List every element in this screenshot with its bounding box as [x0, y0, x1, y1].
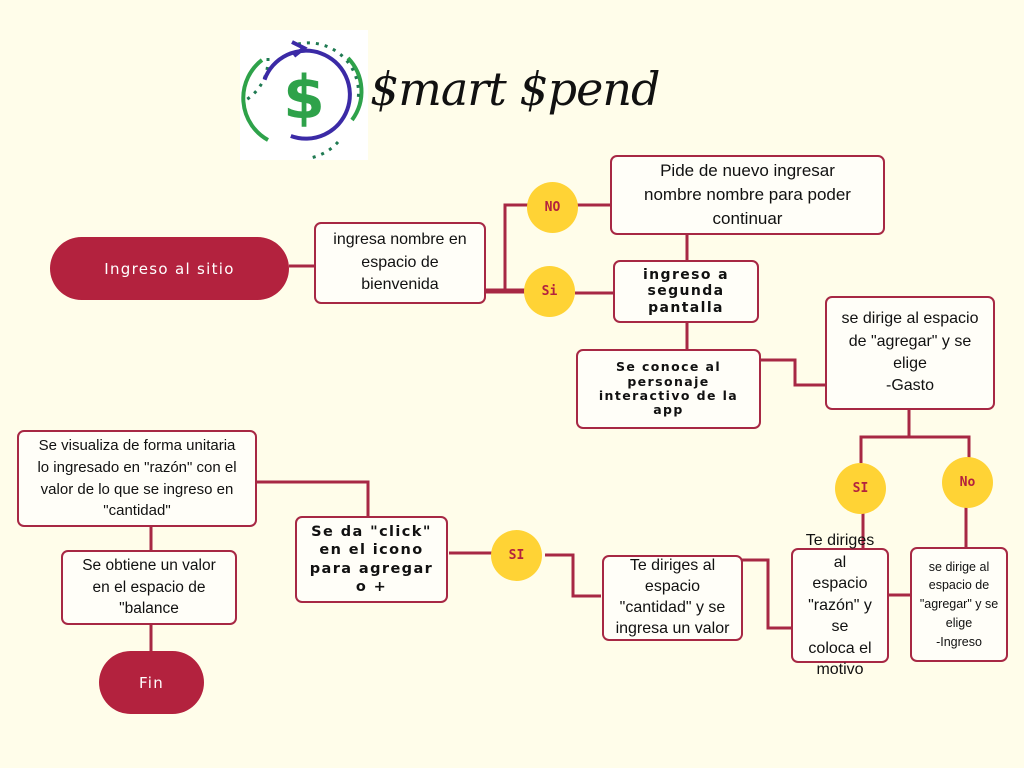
decision-no-nombre: NO [527, 182, 578, 233]
decision-si-gasto: SI [835, 463, 886, 514]
svg-text:$: $ [283, 63, 325, 133]
visualiza-box: Se visualiza de forma unitaria lo ingres… [17, 430, 257, 527]
click-icono-box: Se da "click" en el icono para agregar o… [295, 516, 448, 603]
ingresa-nombre-box: ingresa nombre en espacio de bienvenida [314, 222, 486, 304]
cantidad-box: Te diriges al espacio "cantidad" y se in… [602, 555, 743, 641]
segunda-pantalla-box: ingreso a segunda pantalla [613, 260, 759, 323]
logo: $ [240, 30, 368, 160]
connector-cantidad-to-si [545, 553, 601, 598]
decision-si-click: SI [491, 530, 542, 581]
connector-personaje-to-gasto [760, 358, 827, 387]
connector-click-to-visualiza [257, 480, 370, 518]
end-node: Fin [99, 651, 204, 714]
razon-box: Te diriges al espacio "razón" y se coloc… [791, 532, 889, 678]
brand-name: $mart $pend [370, 62, 660, 116]
balance-box: Se obtiene un valor en el espacio de "ba… [61, 550, 237, 625]
agregar-ingreso-box: se dirige al espacio de "agregar" y se e… [910, 547, 1008, 662]
personaje-box: Se conoce al personaje interactivo de la… [576, 349, 761, 429]
agregar-gasto-box: se dirige al espacio de "agregar" y se e… [825, 296, 995, 410]
decision-no-gasto: No [942, 457, 993, 508]
pide-nombre-box: Pide de nuevo ingresar nombre nombre par… [610, 155, 885, 235]
connector-branch-no [503, 203, 528, 291]
dollar-cycle-icon: $ [241, 40, 364, 160]
start-node: Ingreso al sitio [50, 237, 289, 300]
decision-si-nombre: Si [524, 266, 575, 317]
connector-gasto-branch [859, 435, 971, 463]
connector-cantidad-to-razon [742, 558, 793, 630]
